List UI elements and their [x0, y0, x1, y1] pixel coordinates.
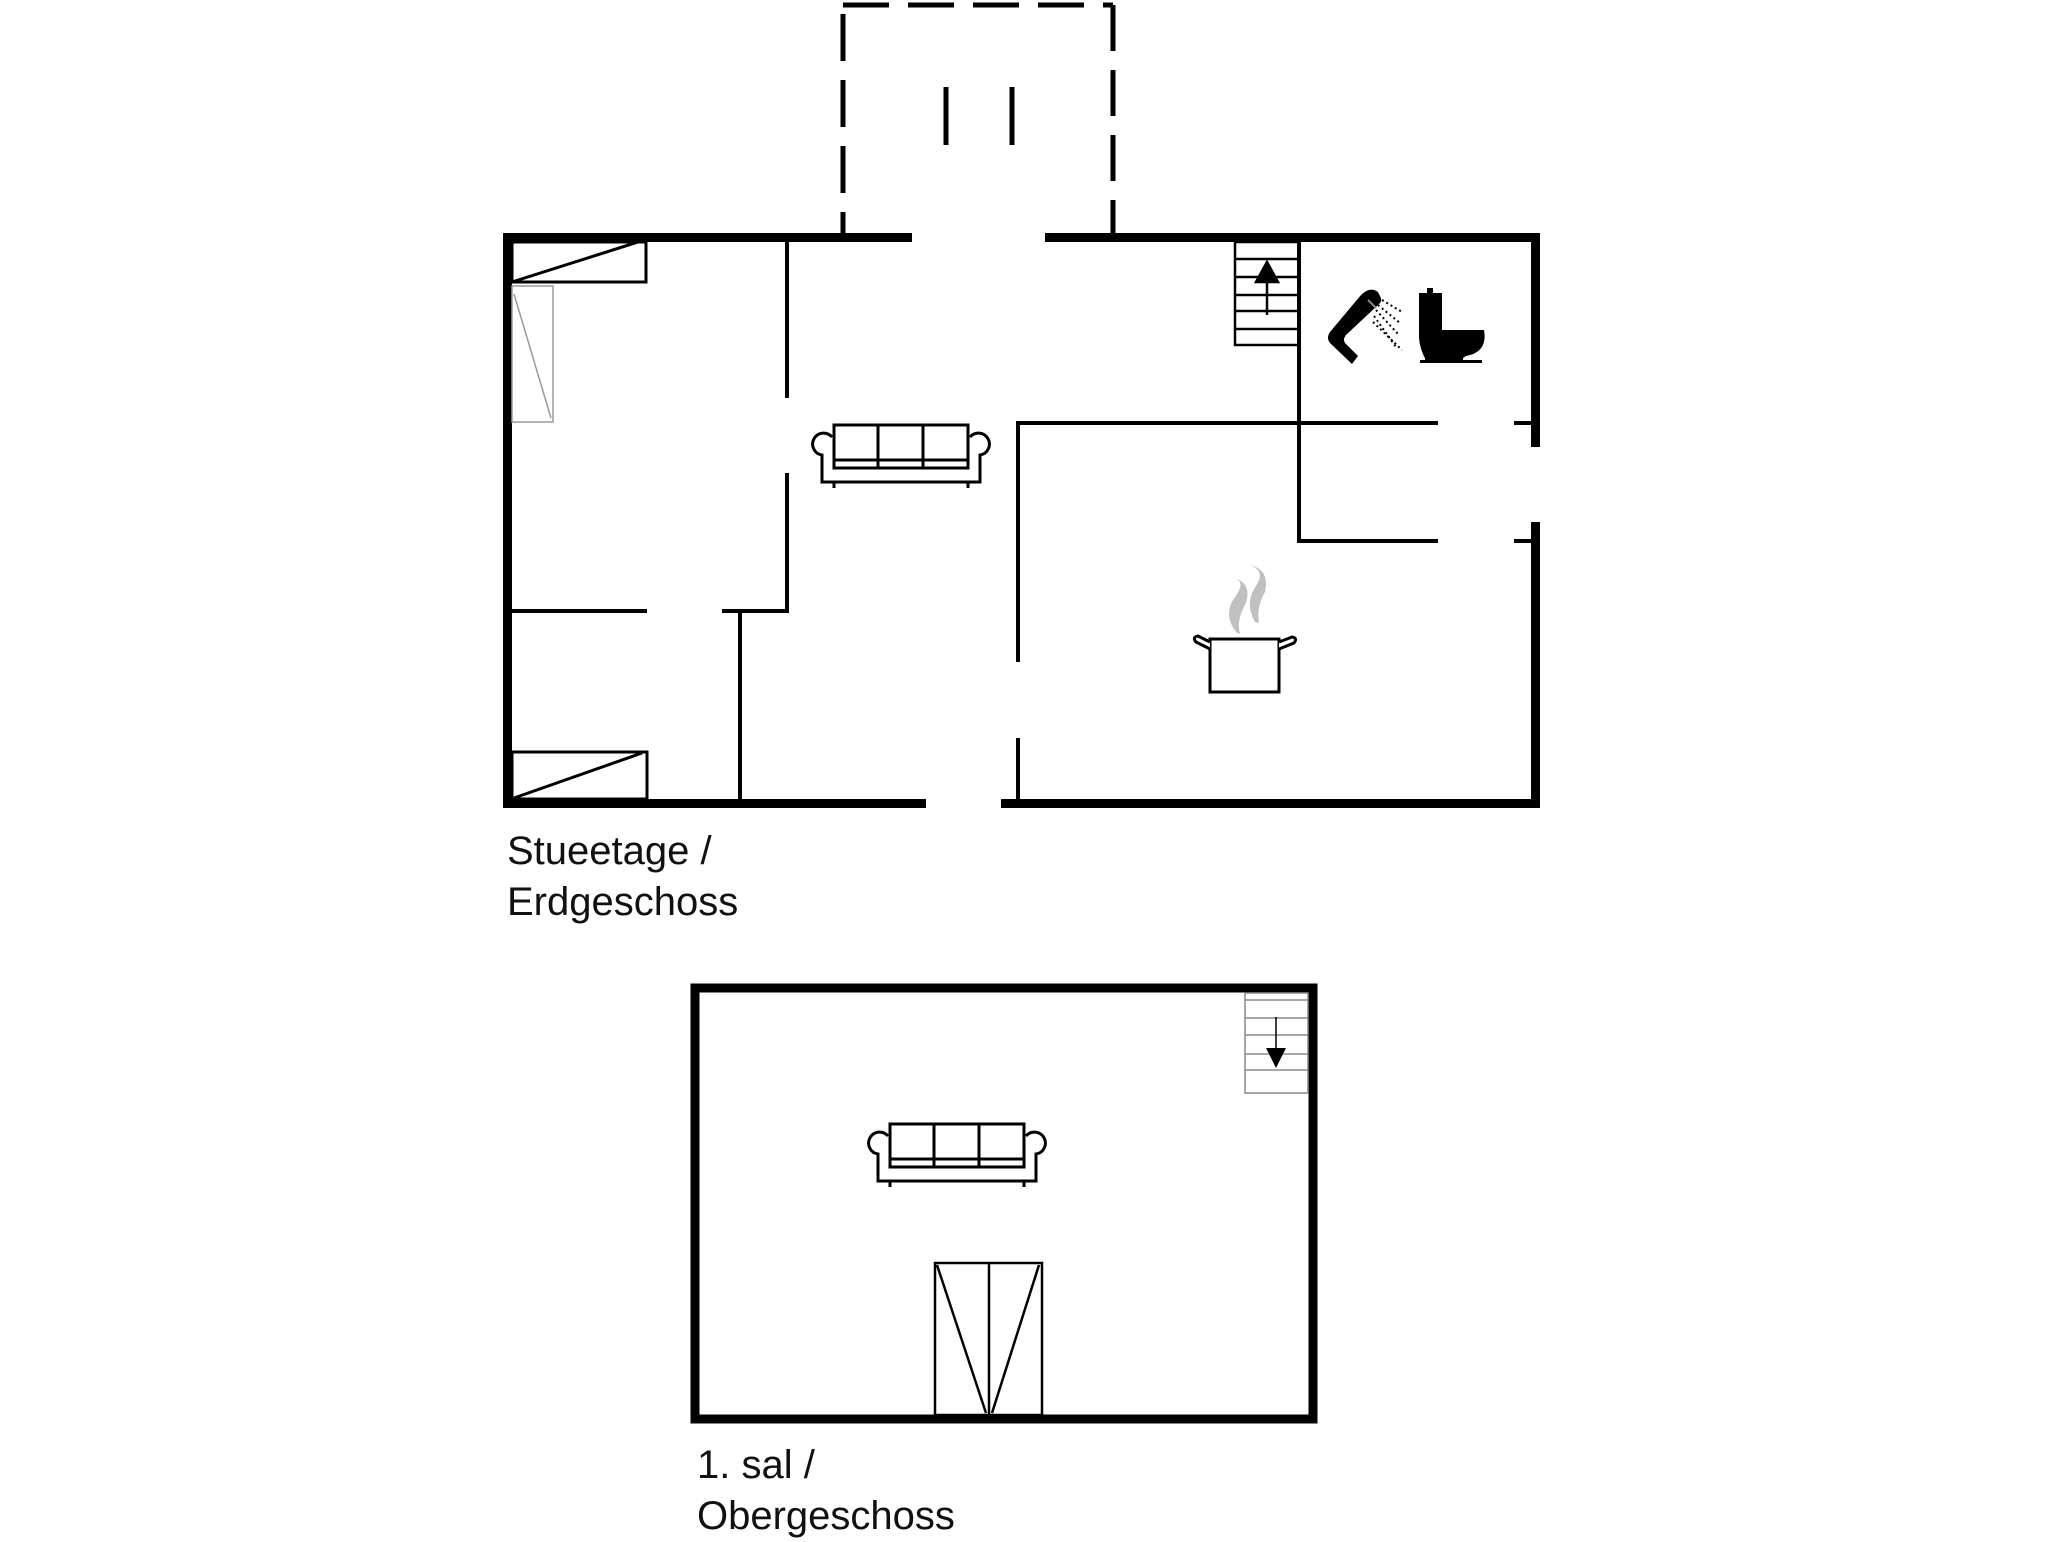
ground-floor-label-line2: Erdgeschoss — [507, 880, 739, 924]
twin-beds-icon — [933, 1261, 1044, 1417]
upper-floor-label: 1. sal / Obergeschoss — [697, 1440, 955, 1542]
terrace-dashed-outline — [840, 2, 1116, 240]
upper-floor-outer-walls — [690, 983, 1318, 1424]
bed-icon — [510, 750, 649, 801]
ground-floor-outer-walls — [503, 233, 1540, 808]
ground-floor-label: Stueetage / Erdgeschoss — [507, 826, 738, 928]
sofa-icon — [811, 423, 991, 488]
ground-floor-label-line1: Stueetage / — [507, 829, 712, 873]
cooking-pot-icon — [1192, 565, 1298, 694]
upper-floor-label-line2: Obergeschoss — [697, 1494, 955, 1538]
shower-icon — [1328, 289, 1403, 364]
ground-floor — [503, 2, 1540, 808]
upper-floor-label-line1: 1. sal / — [697, 1443, 815, 1487]
bed-icon — [510, 240, 648, 284]
stairs-up-icon — [1233, 240, 1301, 347]
ground-floor-interior-walls — [512, 242, 1531, 799]
toilet-icon — [1419, 288, 1485, 363]
stairs-down-icon — [1244, 992, 1309, 1094]
bed-icon — [511, 285, 554, 423]
sofa-icon — [867, 1122, 1047, 1187]
upper-floor — [690, 983, 1318, 1424]
